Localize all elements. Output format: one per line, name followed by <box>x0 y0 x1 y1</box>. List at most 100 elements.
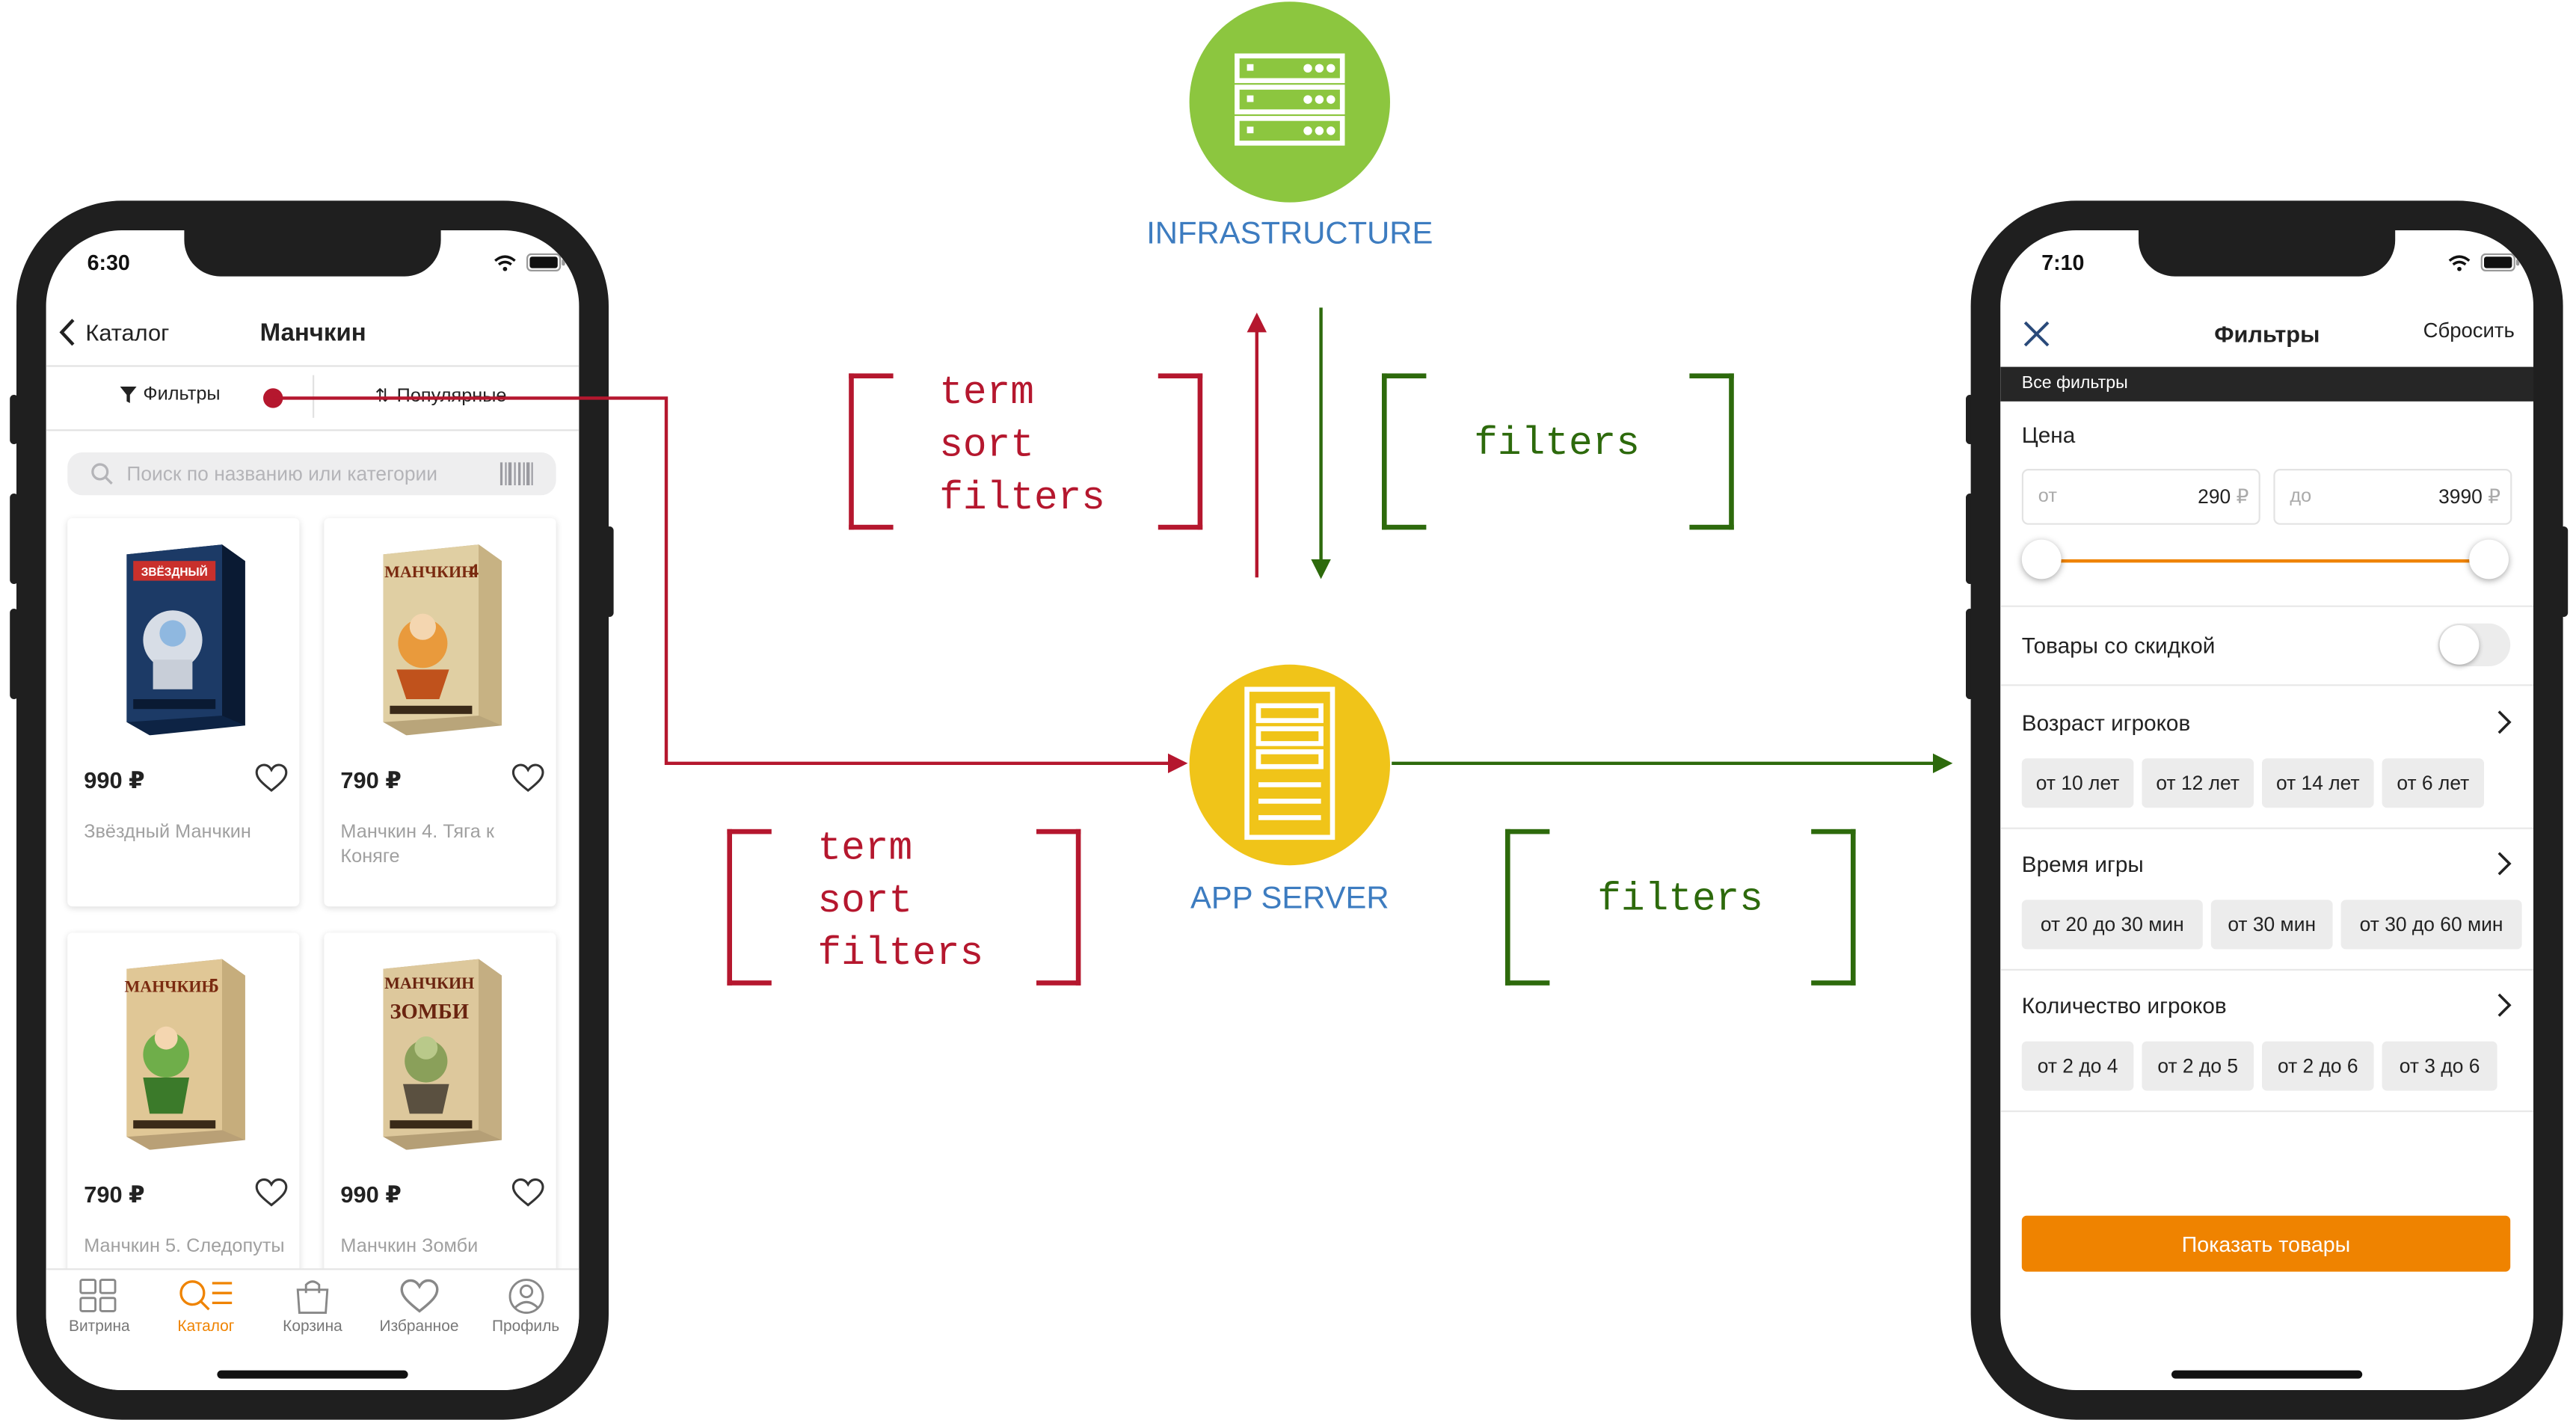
price-from-value: 290 <box>2198 485 2231 508</box>
price-slider-max-handle[interactable] <box>2469 539 2509 580</box>
currency: ₽ <box>2488 485 2500 508</box>
battery-icon <box>2480 253 2520 271</box>
tab-profile[interactable]: Профиль <box>473 1278 579 1390</box>
infrastructure-node <box>1189 1 1390 203</box>
page-title: Фильтры <box>2214 321 2320 348</box>
price-label: Цена <box>2021 422 2076 448</box>
status-icons <box>2448 253 2521 271</box>
chevron-right-icon[interactable] <box>2495 709 2512 735</box>
server-tower-icon <box>1244 686 1335 840</box>
currency: ₽ <box>2236 485 2249 508</box>
svg-text:МАНЧКИН: МАНЧКИН <box>125 977 215 996</box>
page-title: Манчкин <box>259 319 366 348</box>
param-term: term <box>939 372 1034 417</box>
wifi-icon <box>494 254 516 271</box>
players-label: Количество игроков <box>2021 993 2227 1018</box>
reset-button[interactable]: Сбросить <box>2423 319 2515 342</box>
section-header-label: Все фильтры <box>2021 373 2128 393</box>
battery-icon <box>526 253 565 271</box>
response-bracket-close <box>1811 829 1856 986</box>
svg-text:4: 4 <box>469 559 479 582</box>
favorite-heart-icon[interactable] <box>255 763 288 793</box>
tab-favorites[interactable]: Избранное <box>366 1278 472 1390</box>
divider <box>2000 1110 2533 1113</box>
back-button[interactable]: Каталог <box>59 318 169 348</box>
age-chip[interactable]: от 6 лет <box>2382 758 2484 808</box>
favorite-heart-icon[interactable] <box>511 763 544 793</box>
price-to-field[interactable]: до 3990 ₽ <box>2273 469 2512 525</box>
heart-icon <box>400 1279 438 1313</box>
age-chip[interactable]: от 10 лет <box>2021 758 2134 808</box>
players-chip[interactable]: от 2 до 5 <box>2142 1041 2254 1091</box>
server-rack-icon <box>1235 53 1345 146</box>
age-chip[interactable]: от 14 лет <box>2262 758 2374 808</box>
wifi-icon <box>2448 254 2471 271</box>
filters-button[interactable]: Фильтры <box>120 385 221 405</box>
funnel-icon <box>120 387 137 403</box>
product-name: Манчкин Зомби <box>340 1237 479 1257</box>
status-icons <box>494 253 566 271</box>
players-chip[interactable]: от 2 до 6 <box>2262 1041 2374 1091</box>
response-bracket-close <box>1689 373 1734 530</box>
svg-text:ЗОМБИ: ЗОМБИ <box>390 1001 468 1024</box>
phone-side-button <box>1966 494 1974 584</box>
home-indicator <box>2171 1370 2363 1379</box>
favorite-heart-icon[interactable] <box>511 1178 544 1208</box>
price-slider-min-handle[interactable] <box>2021 539 2062 580</box>
age-label: Возраст игроков <box>2021 710 2191 736</box>
show-products-button[interactable]: Показать товары <box>2021 1215 2511 1272</box>
phone-notch <box>2139 230 2396 277</box>
product-price: 990 ₽ <box>84 766 145 793</box>
chevron-right-icon[interactable] <box>2495 850 2512 876</box>
phone-side-button <box>2560 526 2569 617</box>
param-filters: filters <box>939 477 1106 522</box>
close-icon[interactable] <box>2022 319 2052 349</box>
response-bracket-open <box>1382 373 1427 530</box>
param-sort: sort <box>939 424 1034 469</box>
param-term: term <box>817 827 913 872</box>
price-to-input[interactable]: 3990 ₽ <box>2438 485 2500 508</box>
tab-catalog[interactable]: Каталог <box>153 1278 259 1390</box>
request-path-arrow <box>263 388 1188 774</box>
favorite-heart-icon[interactable] <box>255 1178 288 1208</box>
search-input[interactable]: Поиск по названию или категории <box>67 452 556 496</box>
age-chip[interactable]: от 12 лет <box>2142 758 2254 808</box>
chevron-right-icon[interactable] <box>2495 992 2512 1018</box>
chevron-left-icon <box>59 319 75 346</box>
right-phone-screen: 7:10 Фильтры Сбросить Все фильтры Цена о… <box>2000 230 2533 1390</box>
price-from-input[interactable]: 290 ₽ <box>2198 485 2248 508</box>
play-time-chip[interactable]: от 30 до 60 мин <box>2340 900 2522 950</box>
phone-side-button <box>10 395 19 444</box>
barcode-icon[interactable] <box>499 462 533 485</box>
price-from-field[interactable]: от 290 ₽ <box>2021 469 2260 525</box>
svg-text:5: 5 <box>209 974 218 997</box>
product-card[interactable]: ЗВЁЗДНЫЙ 990 ₽ Звёздный Манчкин <box>67 518 300 907</box>
tab-bar: Витрина Каталог Корзина Избранное Профил… <box>46 1268 580 1390</box>
product-image: ЗВЁЗДНЫЙ <box>117 541 248 736</box>
tab-showcase[interactable]: Витрина <box>46 1278 152 1390</box>
players-chip[interactable]: от 2 до 4 <box>2021 1041 2134 1091</box>
left-phone-screen: 6:30 Каталог Манчкин Фильтры ⇅ Популярны… <box>46 230 580 1390</box>
phone-side-button <box>1966 395 1974 444</box>
tab-cart[interactable]: Корзина <box>260 1278 366 1390</box>
divider <box>2000 968 2533 971</box>
toggle-knob <box>2439 625 2480 665</box>
request-param-list: term sort filters <box>939 369 1105 526</box>
divider <box>46 365 580 367</box>
players-chip[interactable]: от 3 до 6 <box>2382 1041 2497 1091</box>
discount-toggle[interactable] <box>2438 623 2511 666</box>
divider <box>2000 827 2533 829</box>
tab-label: Избранное <box>379 1318 459 1336</box>
phone-side-button <box>605 526 614 617</box>
play-time-chip[interactable]: от 30 мин <box>2210 900 2333 950</box>
play-time-chip[interactable]: от 20 до 30 мин <box>2021 900 2203 950</box>
